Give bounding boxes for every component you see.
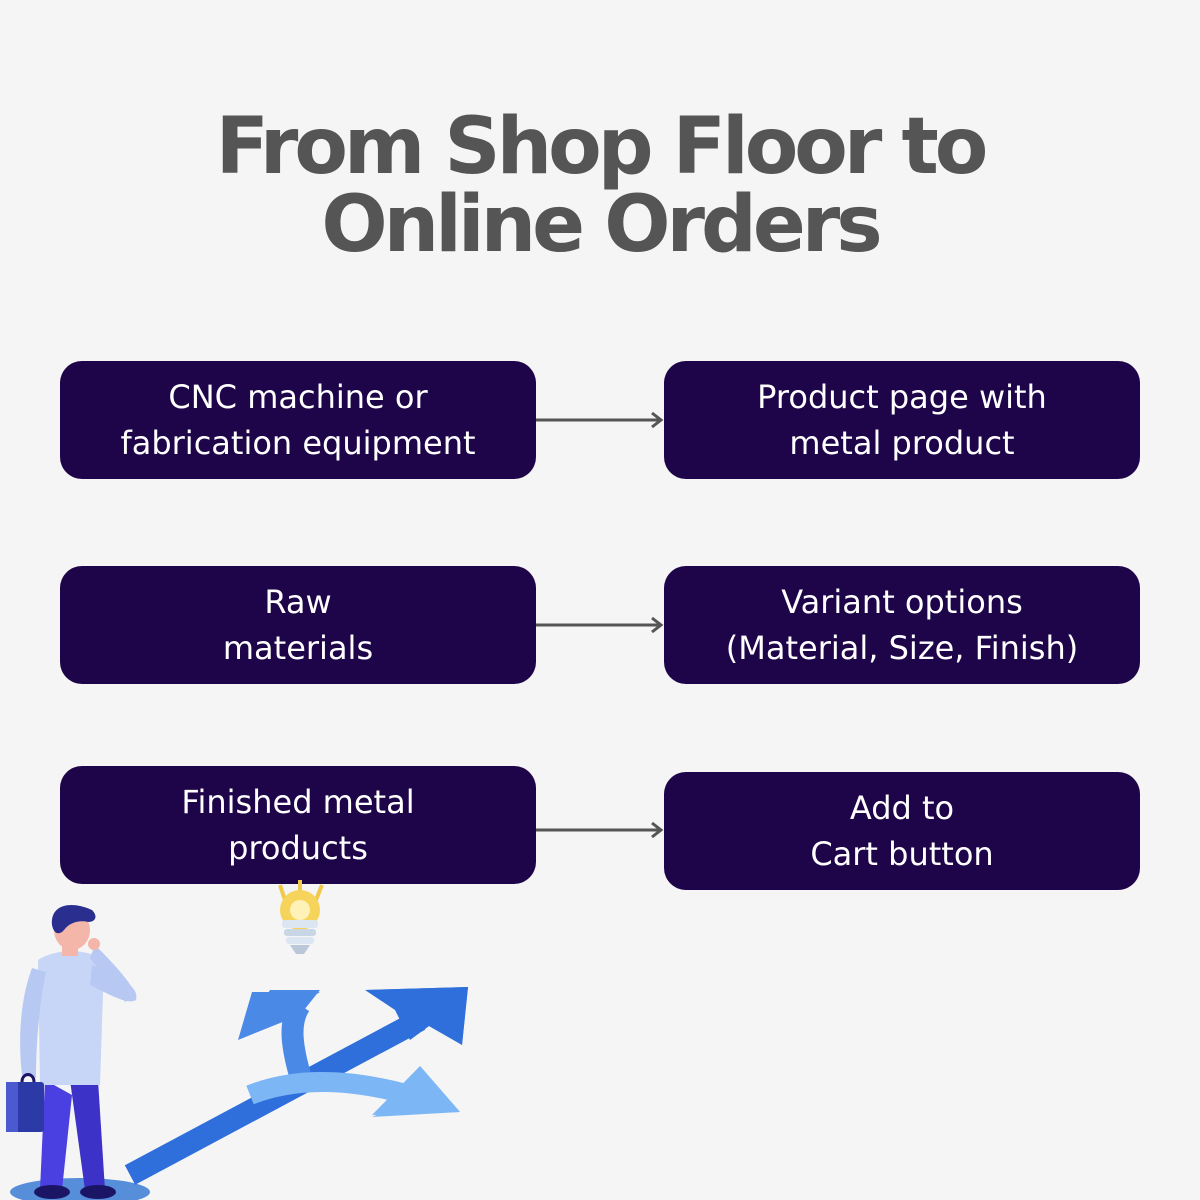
briefcase-icon: [6, 1073, 44, 1132]
box-label-line-2: products: [228, 829, 368, 867]
source-box-raw-materials: Raw materials: [60, 566, 536, 684]
box-label-line-2: materials: [222, 629, 374, 667]
target-box-variant-options: Variant options (Material, Size, Finish): [664, 566, 1140, 684]
lightbulb-icon: [278, 880, 324, 954]
box-label-line-2: metal product: [789, 424, 1015, 462]
target-box-add-to-cart: Add to Cart button: [664, 772, 1140, 890]
target-box-product-page: Product page with metal product: [664, 361, 1140, 479]
box-label-line-2: fabrication equipment: [120, 424, 476, 462]
box-label-line-2: (Material, Size, Finish): [725, 629, 1079, 667]
ground-shadow-icon: [10, 1178, 150, 1200]
diverging-arrows-icon: [124, 987, 468, 1185]
title-line-2: Online Orders: [321, 180, 882, 270]
source-box-finished-products: Finished metal products: [60, 766, 536, 884]
source-box-cnc-machine: CNC machine or fabrication equipment: [60, 361, 536, 479]
person-thinking-icon: [6, 905, 137, 1199]
arrow-connector-1: [536, 411, 664, 429]
title-line-1: From Shop Floor to: [215, 102, 989, 192]
page-title: From Shop Floor to Online Orders: [0, 108, 1200, 264]
arrow-connector-2: [536, 616, 664, 634]
box-label-line-1: CNC machine or: [168, 378, 428, 416]
arrow-connector-3: [536, 821, 664, 839]
box-label-line-1: Variant options: [781, 583, 1023, 621]
box-label-line-1: Add to: [849, 789, 955, 827]
box-label-line-1: Product page with: [757, 378, 1047, 416]
box-label-line-1: Finished metal: [181, 783, 415, 821]
box-label-line-2: Cart button: [810, 835, 994, 873]
box-label-line-1: Raw: [264, 583, 332, 621]
decision-illustration: [6, 880, 468, 1200]
